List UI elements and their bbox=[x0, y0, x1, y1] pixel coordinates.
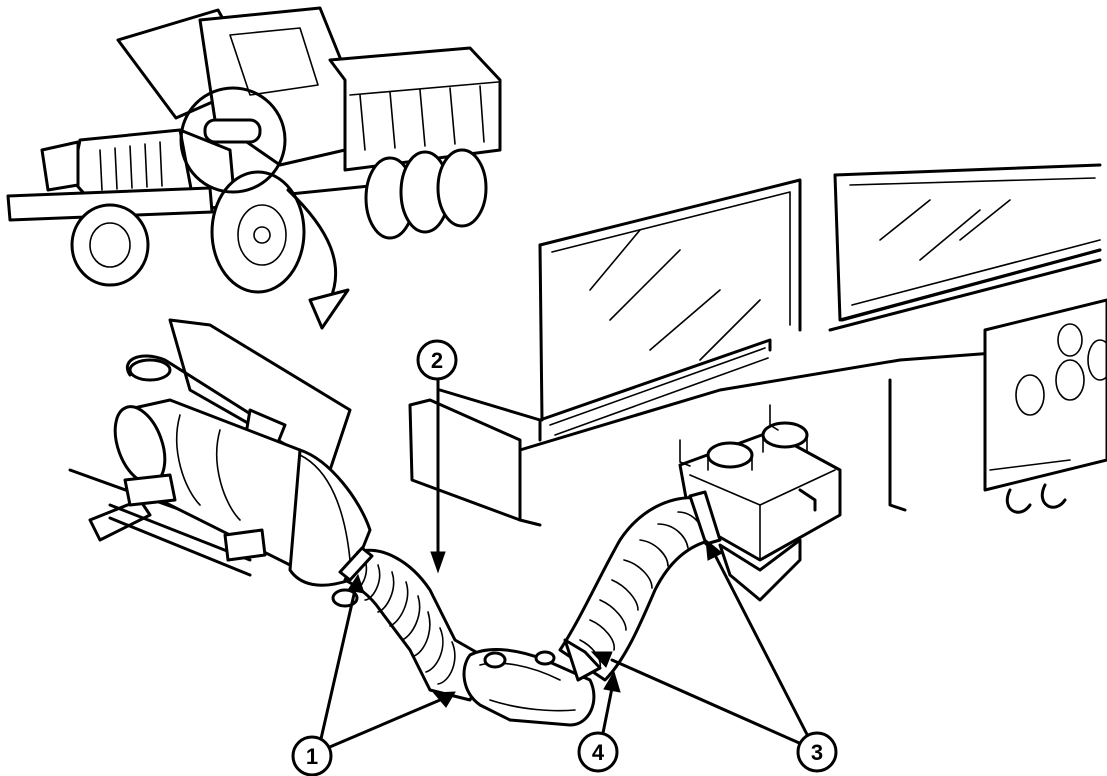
heater-box bbox=[678, 404, 842, 602]
callout-4-label: 4 bbox=[592, 740, 605, 765]
elbow-connector bbox=[462, 648, 596, 727]
callout-3-label: 3 bbox=[811, 740, 823, 765]
callout-1-label: 1 bbox=[306, 744, 318, 769]
callout-2: 2 bbox=[416, 339, 458, 381]
filter-canister bbox=[68, 318, 372, 587]
callout-1: 1 bbox=[291, 735, 333, 776]
detail-pointer-arrow bbox=[286, 188, 338, 302]
detail-magnifier-circle bbox=[179, 86, 287, 194]
callout-4: 4 bbox=[577, 731, 619, 773]
duct-hose-left bbox=[331, 546, 492, 702]
cab-body bbox=[408, 163, 1107, 527]
callout-3: 3 bbox=[796, 731, 838, 773]
leader-arrows bbox=[316, 376, 817, 754]
duct-hose-right bbox=[558, 490, 722, 682]
truck-inset bbox=[6, 6, 502, 330]
callout-2-label: 2 bbox=[431, 348, 443, 373]
